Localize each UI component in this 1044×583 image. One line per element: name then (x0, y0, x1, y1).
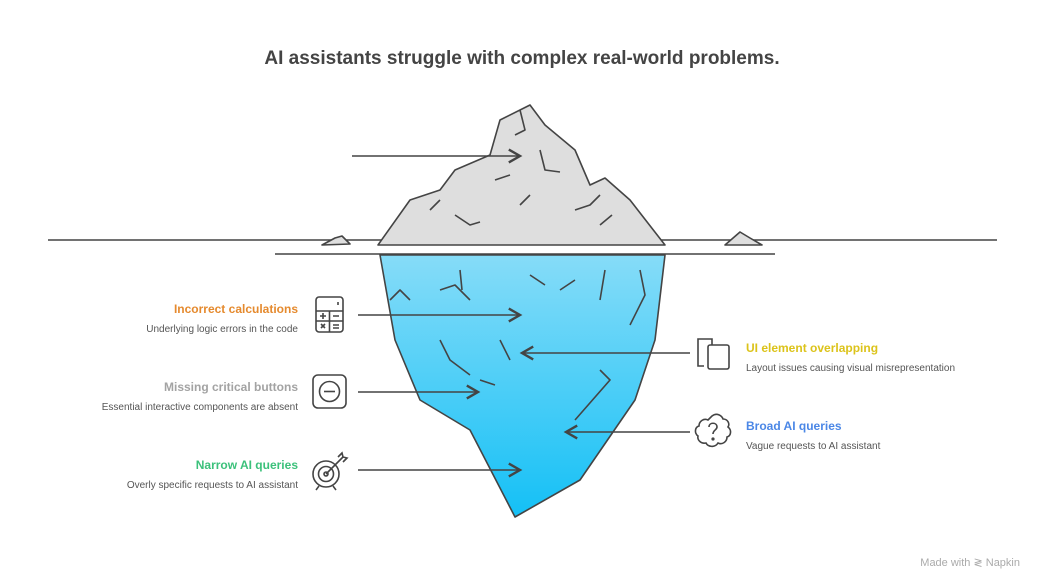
item-incorrect-calculations: Incorrect calculations Underlying logic … (146, 302, 298, 335)
overlap-icon (697, 338, 730, 370)
item-heading: Missing critical buttons (163, 380, 298, 394)
item-heading: UI element overlapping (746, 341, 879, 355)
item-description: Vague requests to AI assistant (746, 441, 881, 452)
minus-circle-icon (312, 374, 347, 409)
item-heading: Incorrect calculations (173, 302, 298, 316)
item-heading: Narrow AI queries (195, 458, 298, 472)
item-narrow-ai-queries: Narrow AI queries Overly specific reques… (127, 458, 298, 491)
rock-left (321, 235, 351, 246)
item-description: Underlying logic errors in the code (146, 324, 298, 335)
item-missing-critical-buttons: Missing critical buttons Essential inter… (102, 380, 298, 413)
calculator-icon (315, 296, 344, 333)
rock-right (724, 231, 763, 246)
napkin-watermark: Made with ≷ Napkin (920, 557, 1020, 569)
item-broad-ai-queries: Broad AI queries Vague requests to AI as… (746, 419, 880, 452)
target-icon (312, 451, 349, 491)
item-heading: Broad AI queries (746, 419, 842, 433)
item-ui-element-overlapping: UI element overlapping Layout issues cau… (746, 341, 955, 374)
iceberg-underwater (379, 254, 666, 518)
question-cloud-icon (694, 413, 732, 448)
item-description: Essential interactive components are abs… (101, 402, 298, 413)
diagram-title: AI assistants struggle with complex real… (264, 48, 780, 69)
iceberg-tip (377, 104, 666, 246)
item-description: Layout issues causing visual misrepresen… (746, 363, 955, 374)
item-description: Overly specific requests to AI assistant (126, 480, 298, 491)
